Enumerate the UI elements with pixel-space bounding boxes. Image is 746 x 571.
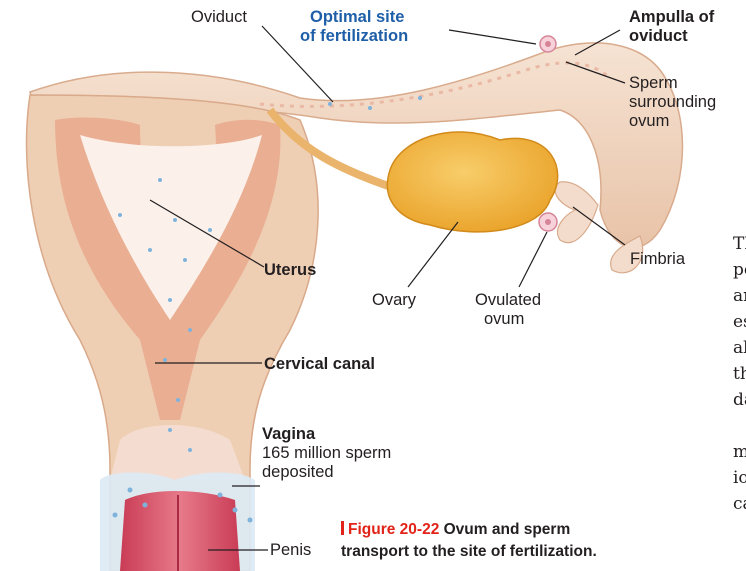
- figure-caption: Figure 20-22 Ovum and sperm transport to…: [341, 519, 597, 563]
- ovulated-ovum: [539, 213, 557, 231]
- caption-accent-bar: [341, 521, 344, 535]
- ovulated-ovum-label-line2: ovum: [484, 310, 524, 329]
- body-text-fragment-7: da: [733, 387, 746, 413]
- caption-title-line1: Ovum and sperm: [444, 521, 571, 538]
- ampulla-ovum: [540, 36, 556, 52]
- sperm-label-line3: ovum: [629, 112, 669, 131]
- sperm-label-line1: Sperm: [629, 74, 678, 93]
- body-text-fragment-10: ca: [733, 491, 746, 517]
- body-text-fragment-2: pe: [733, 257, 746, 283]
- ampulla-label-line1: Ampulla of: [629, 8, 714, 27]
- penis-label: Penis: [270, 541, 311, 560]
- ovulated-ovum-label-line1: Ovulated: [475, 291, 541, 310]
- body-text-fragment-8: m: [733, 439, 746, 465]
- optimal-site-label-line1: Optimal site: [310, 8, 404, 27]
- body-text-fragment-5: ab: [733, 335, 746, 361]
- vagina-note-line1: 165 million sperm: [262, 444, 391, 463]
- uterus-label: Uterus: [264, 261, 316, 280]
- body-text-fragment-3: an: [733, 283, 746, 309]
- vagina-note-line2: deposited: [262, 463, 334, 482]
- body-text-fragment-4: es: [733, 309, 746, 335]
- vagina-shape: [100, 473, 255, 571]
- fimbria-label: Fimbria: [630, 250, 685, 269]
- body-text-fragment-6: th: [733, 361, 746, 387]
- body-text-fragment-1: Th: [733, 231, 746, 257]
- cervical-canal-label: Cervical canal: [264, 355, 375, 374]
- vagina-label: Vagina: [262, 425, 315, 444]
- caption-title-line2: transport to the site of fertilization.: [341, 541, 597, 563]
- ampulla-label-line2: oviduct: [629, 27, 688, 46]
- body-text-fragment-9: io: [733, 465, 746, 491]
- figure-number: Figure 20-22: [348, 521, 439, 538]
- sperm-label-line2: surrounding: [629, 93, 716, 112]
- ovary-label: Ovary: [372, 291, 416, 310]
- oviduct-label: Oviduct: [191, 8, 247, 27]
- optimal-site-label-line2: of fertilization: [300, 27, 408, 46]
